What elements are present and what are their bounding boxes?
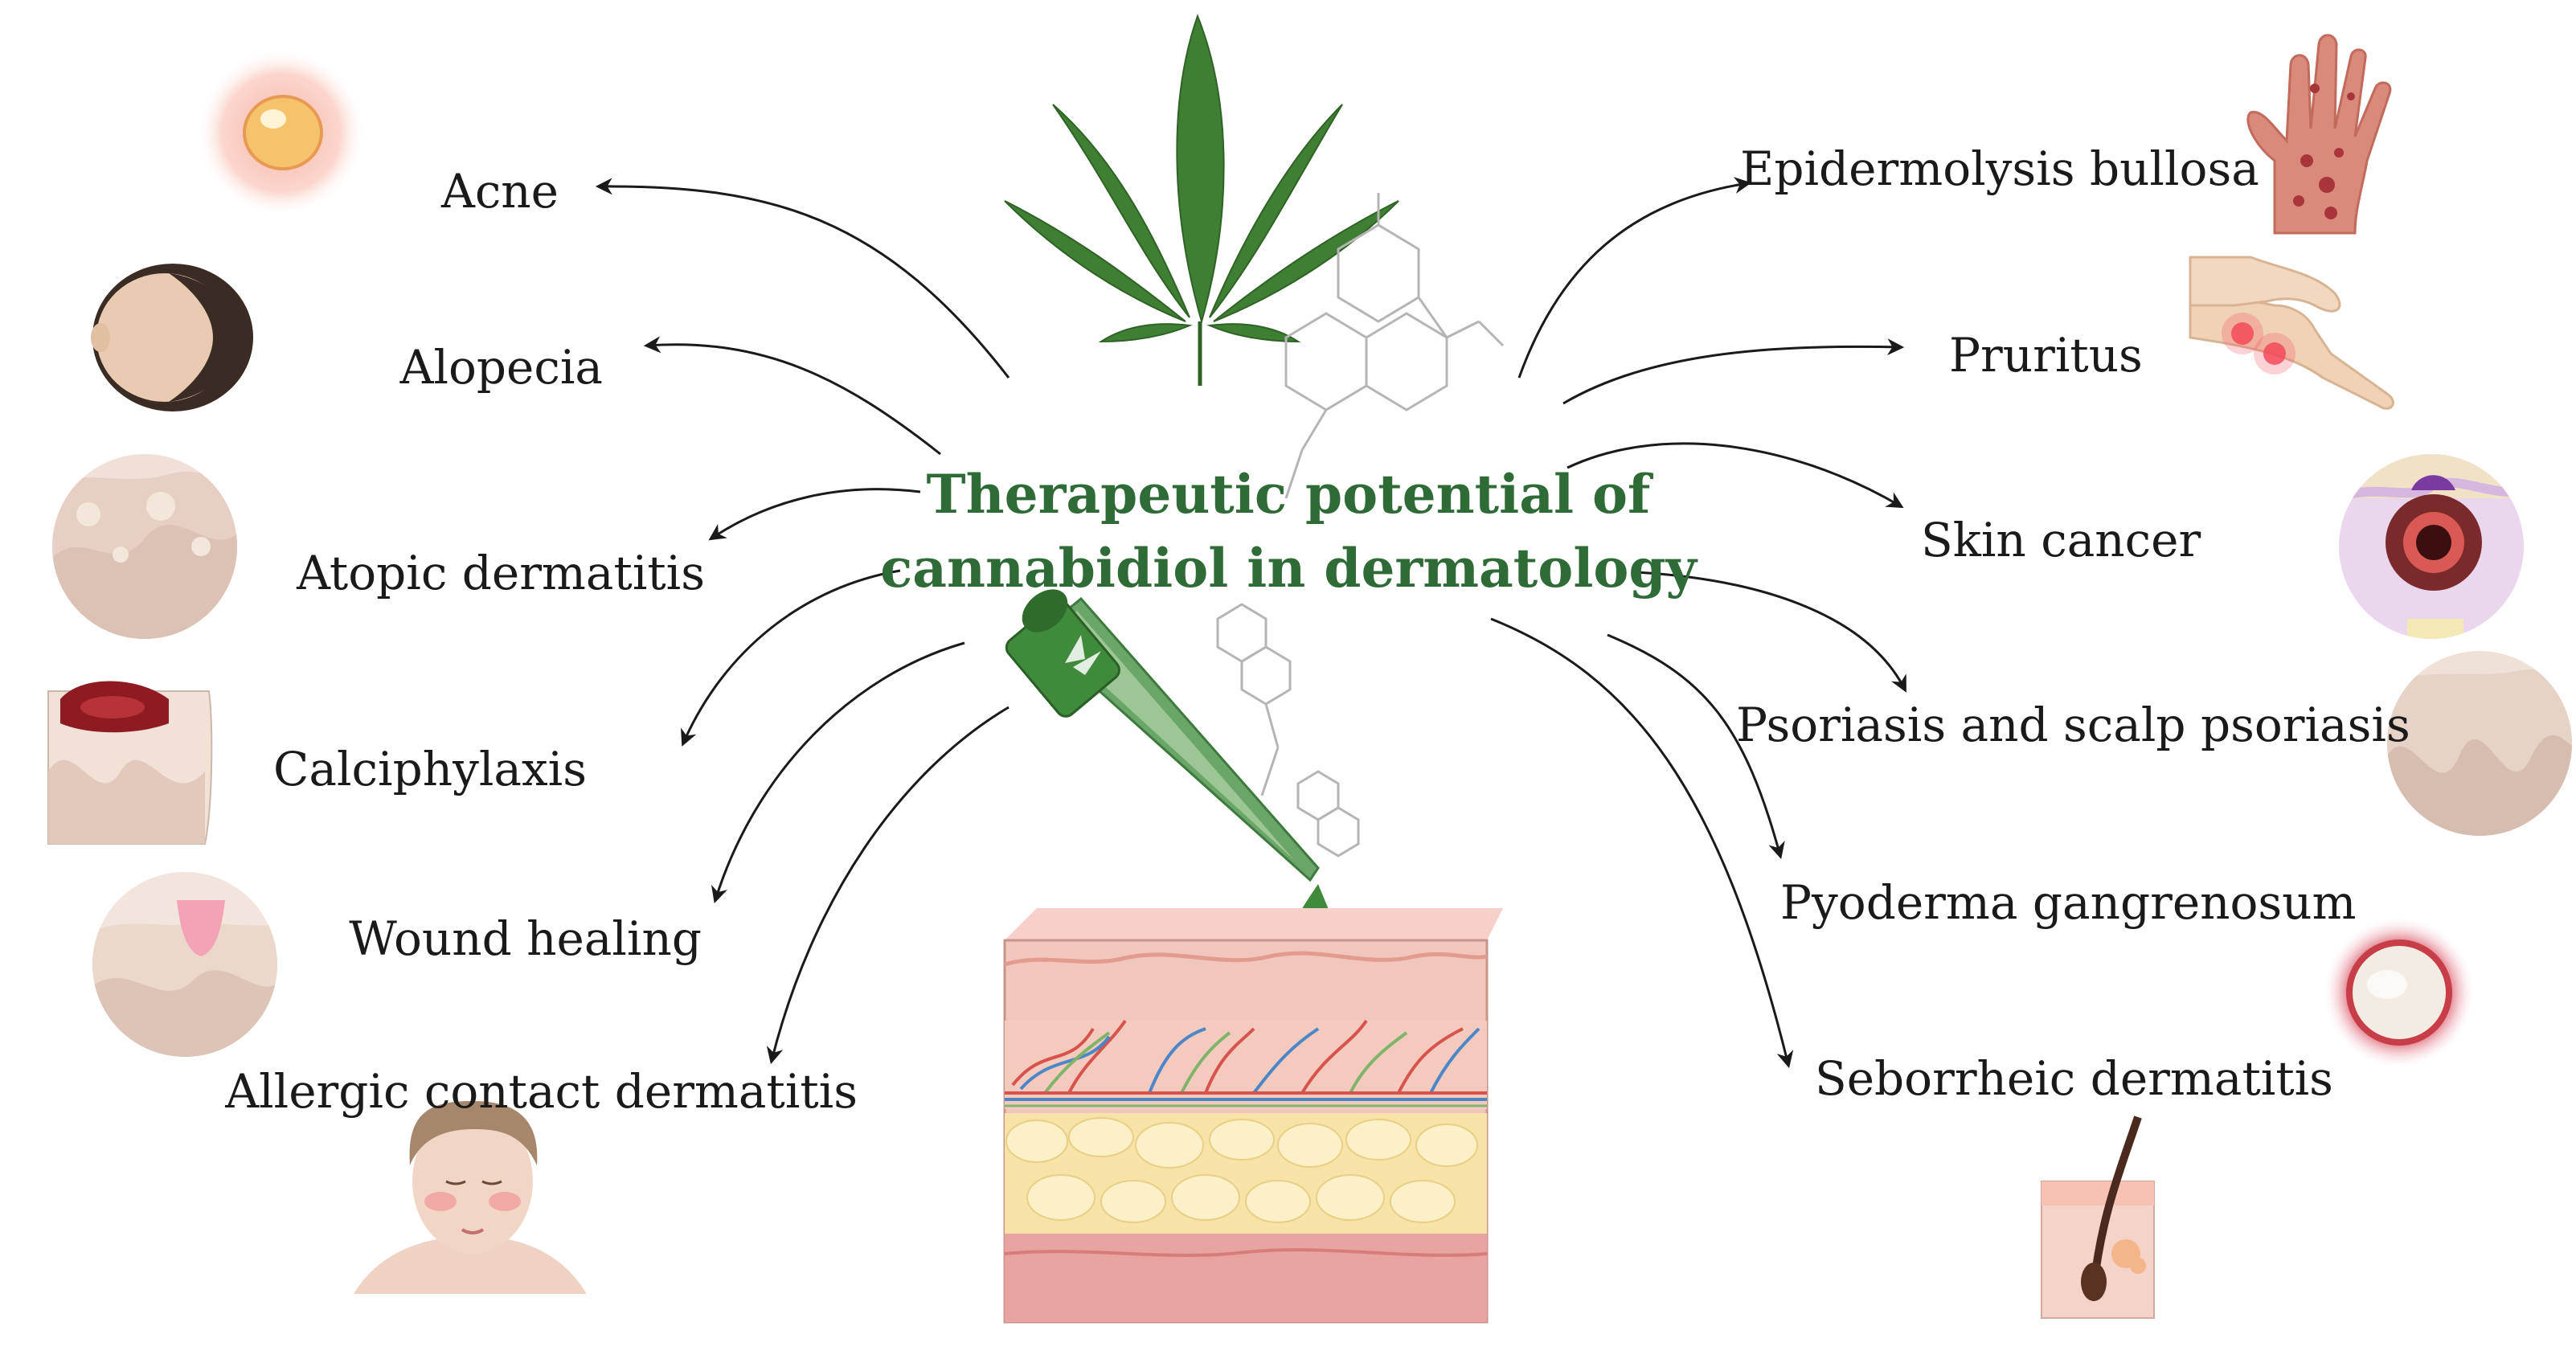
- title-line-1: Therapeutic potential of: [927, 463, 1654, 526]
- calciphylaxis-skin-icon: [47, 681, 213, 845]
- label-alopecia: Alopecia: [399, 340, 603, 395]
- label-atopic-dermatitis: Atopic dermatitis: [296, 546, 705, 600]
- hair-follicle-icon: [2041, 1116, 2155, 1319]
- acne-pimple-icon: [197, 48, 366, 217]
- ulcer-icon: [2323, 916, 2476, 1069]
- label-seborrheic-dermatitis: Seborrheic dermatitis: [1815, 1051, 2333, 1106]
- title-line-2: cannabidiol in dermatology: [880, 537, 1698, 600]
- arrow-atopic-dermatitis: [708, 488, 921, 541]
- arrow-pruritus: [1562, 338, 1905, 405]
- cannabis-leaf-icon: [1004, 14, 1399, 386]
- itching-hand-icon: [2189, 256, 2394, 410]
- arrow-skin-cancer: [1566, 442, 1904, 509]
- left-labels: Acne Alopecia Atopic dermatitis Calciphy…: [224, 164, 858, 1119]
- arrow-allergic-contact: [766, 706, 1010, 1065]
- arrow-alopecia: [643, 336, 941, 456]
- label-wound-healing: Wound healing: [349, 911, 702, 966]
- arrows-right: [1490, 177, 1906, 1069]
- label-pyoderma-gangrenosum: Pyoderma gangrenosum: [1780, 875, 2357, 930]
- label-acne: Acne: [440, 164, 559, 219]
- label-allergic-contact-dermatitis: Allergic contact dermatitis: [224, 1064, 858, 1119]
- label-psoriasis: Psoriasis and scalp psoriasis: [1736, 698, 2410, 752]
- arrow-epidermolysis: [1517, 177, 1752, 379]
- label-pruritus: Pruritus: [1949, 328, 2143, 383]
- blistered-hand-icon: [2246, 34, 2392, 235]
- arrow-seborrheic: [1490, 617, 1794, 1069]
- cbd-molecule-icon: [1216, 193, 1505, 858]
- arrow-calciphylaxis: [681, 569, 901, 747]
- right-labels: Epidermolysis bullosa Pruritus Skin canc…: [1736, 141, 2410, 1106]
- arrow-pyoderma: [1607, 633, 1785, 860]
- balding-head-icon: [91, 264, 253, 411]
- label-epidermolysis-bullosa: Epidermolysis bullosa: [1740, 141, 2259, 196]
- label-calciphylaxis: Calciphylaxis: [273, 742, 587, 796]
- melanoma-icon: [2339, 454, 2524, 639]
- arrow-psoriasis: [1635, 571, 1906, 693]
- arrows-left: [595, 178, 1010, 1065]
- psoriasis-skin-icon: [2387, 651, 2572, 836]
- arrow-wound-healing: [711, 641, 965, 904]
- dropper-icon: [1005, 589, 1333, 946]
- eczema-skin-icon: [52, 454, 237, 639]
- allergic-face-icon: [354, 1101, 587, 1294]
- wound-skin-icon: [92, 872, 277, 1057]
- skin-cross-section-icon: [1003, 908, 1503, 1324]
- title: Therapeutic potential of cannabidiol in …: [880, 463, 1698, 600]
- arrow-acne: [595, 178, 1010, 379]
- label-skin-cancer: Skin cancer: [1921, 513, 2201, 567]
